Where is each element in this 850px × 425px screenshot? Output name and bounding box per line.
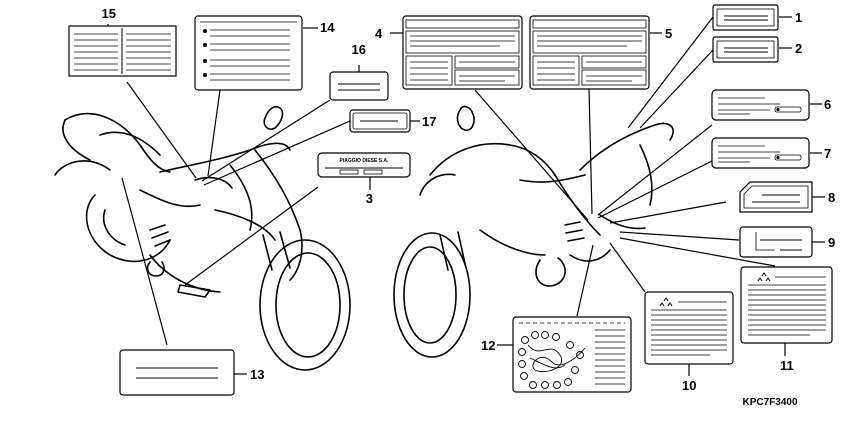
left-motorcycle xyxy=(54,105,351,371)
callout-15: 15 xyxy=(102,6,116,21)
label-16 xyxy=(329,71,389,101)
label-8 xyxy=(739,181,813,213)
callout-numbers: 15 14 16 17 3 4 5 1 2 6 7 8 9 11 10 12 1… xyxy=(102,6,836,408)
label-5 xyxy=(529,15,650,90)
label-12 xyxy=(512,316,632,393)
label-10 xyxy=(644,291,734,365)
label-6 xyxy=(711,89,810,121)
label-3: PIAGGIO DIESE S.A. xyxy=(317,152,411,178)
callout-6: 6 xyxy=(824,97,831,112)
label-1 xyxy=(712,4,779,31)
label-7 xyxy=(711,137,810,169)
label-11 xyxy=(740,266,833,344)
callout-9: 9 xyxy=(828,235,835,250)
label-2 xyxy=(712,36,779,63)
label-17 xyxy=(349,109,411,133)
callout-1: 1 xyxy=(795,10,802,25)
callout-13: 13 xyxy=(250,367,264,382)
label-13 xyxy=(119,349,235,396)
drawing-code: KPC7F3400 xyxy=(742,397,797,408)
callout-11: 11 xyxy=(780,358,794,373)
right-motorcycle xyxy=(393,105,674,358)
callout-10: 10 xyxy=(682,378,696,393)
callout-17: 17 xyxy=(422,114,436,129)
callout-14: 14 xyxy=(320,20,335,35)
leader-lines xyxy=(107,16,825,376)
label-4 xyxy=(402,15,523,90)
callout-4: 4 xyxy=(375,26,383,41)
label-9 xyxy=(739,226,813,258)
callout-5: 5 xyxy=(665,26,672,41)
label-3-text: PIAGGIO DIESE S.A. xyxy=(340,158,390,164)
callout-16: 16 xyxy=(352,42,366,57)
callout-7: 7 xyxy=(824,146,831,161)
callout-3: 3 xyxy=(366,191,373,206)
label-15 xyxy=(68,25,177,77)
callout-2: 2 xyxy=(795,41,802,56)
callout-12: 12 xyxy=(481,338,495,353)
label-14 xyxy=(194,15,303,91)
callout-8: 8 xyxy=(828,190,835,205)
